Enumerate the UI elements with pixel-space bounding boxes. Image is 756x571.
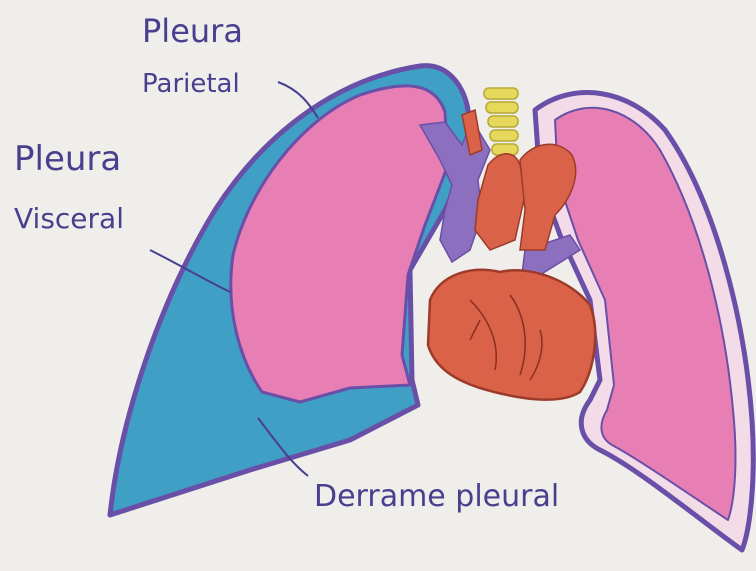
label-derrame-pleural: Derrame pleural [314,479,559,514]
label-pleura-visceral-line1: Pleura [14,139,121,179]
label-pleura-visceral-line2: Visceral [14,202,124,235]
label-pleura-parietal-line1: Pleura [142,12,243,50]
label-pleura-parietal-line2: Parietal [142,69,240,99]
